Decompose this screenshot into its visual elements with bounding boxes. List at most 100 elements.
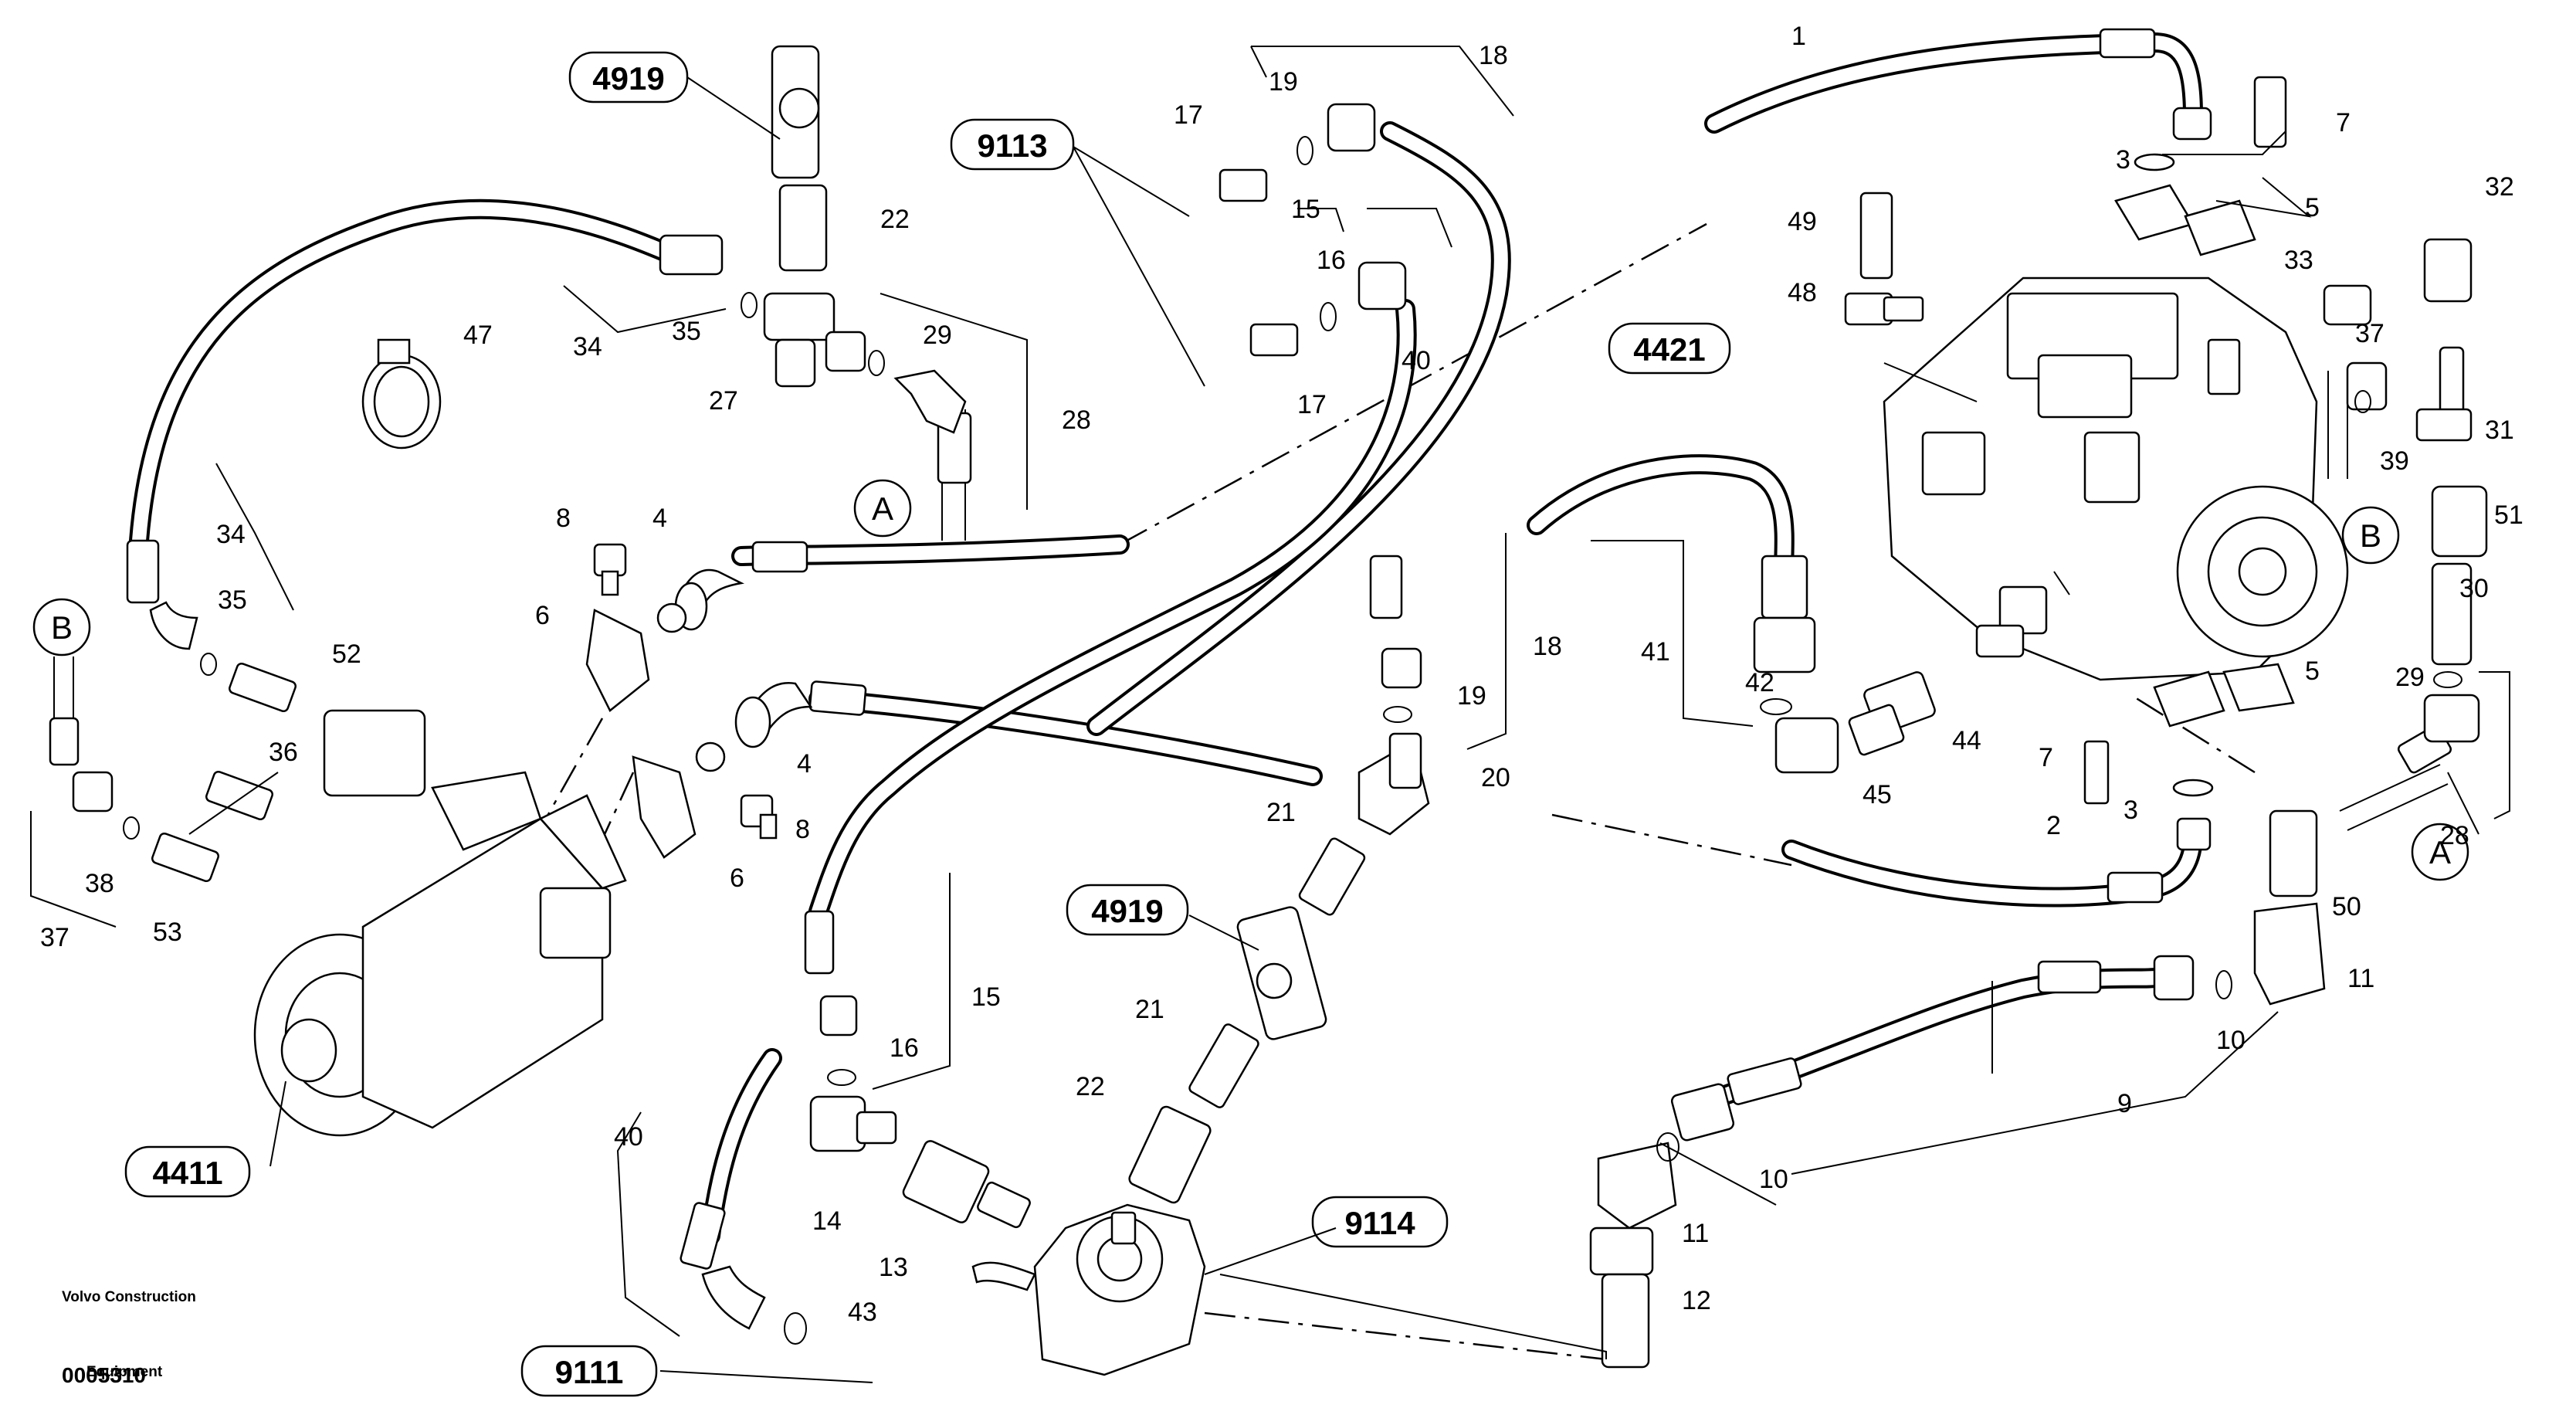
leader-lines: [30, 46, 2510, 1383]
part-number: 19: [1457, 681, 1486, 711]
part-number: 5: [2305, 193, 2320, 222]
hose-15-upper: [804, 299, 1417, 1036]
part-number: 5: [2305, 657, 2320, 686]
circle-label: A: [2429, 834, 2451, 870]
part-number: 38: [85, 869, 114, 898]
part-number: 44: [1952, 726, 1981, 755]
circle-label: B: [51, 609, 73, 646]
part-number: 41: [1641, 637, 1670, 667]
part-number: 19: [1269, 67, 1298, 97]
part-number: 33: [2284, 246, 2313, 275]
ref-label: 4919: [1091, 893, 1163, 929]
hose-1-right: [1704, 28, 2212, 141]
part-number: 12: [1682, 1286, 1711, 1315]
part-number: 47: [463, 321, 493, 350]
reference-labels: 4919 9113 4 4 21 4411 4919 9114 9111: [124, 51, 1731, 1397]
ref-label: 9114: [1344, 1205, 1415, 1241]
part-number: 15: [971, 982, 1001, 1012]
part-number: 17: [1297, 390, 1327, 419]
part-number: 51: [2494, 500, 2523, 530]
circle-labels: A B B A: [32, 479, 2469, 881]
part-number: 7: [2039, 743, 2053, 772]
part-number: 34: [216, 520, 246, 549]
part-number: 32: [2485, 172, 2514, 202]
part-number: 53: [153, 918, 182, 947]
part-number: 37: [40, 923, 69, 952]
part-number: 28: [2440, 821, 2469, 850]
ref-label: 4411: [152, 1155, 222, 1191]
part-number: 50: [2332, 892, 2361, 921]
part-number: 42: [1745, 668, 1774, 697]
part-number: 31: [2485, 416, 2514, 445]
part-number: 1: [1791, 22, 1806, 51]
part-number: 10: [1759, 1165, 1788, 1194]
circle-label: A: [872, 490, 893, 527]
part-number: 18: [1479, 41, 1508, 70]
part-number: 27: [709, 386, 738, 416]
part-number: 17: [1174, 100, 1203, 130]
part-number: 29: [2395, 663, 2425, 692]
part-number: 30: [2459, 574, 2489, 603]
part-number: 37: [2355, 319, 2384, 348]
hose-40-left: [680, 1048, 782, 1330]
part-number: 36: [269, 738, 298, 767]
hose-34: [126, 198, 724, 650]
ref-label: 9113: [977, 127, 1047, 164]
center-lines: [531, 222, 2256, 1361]
part-number: 15: [1291, 195, 1320, 224]
part-number: 6: [730, 863, 744, 893]
part-number: 10: [2216, 1026, 2246, 1055]
part-number: 21: [1266, 798, 1296, 827]
part-number: 11: [2347, 964, 2374, 993]
hose-9: [1670, 955, 2195, 1142]
part-number: 4: [652, 504, 667, 533]
ref-label: 4919: [592, 60, 664, 97]
part-number: 3: [2116, 145, 2130, 175]
hose-40-right: [1527, 454, 1816, 673]
brand-line-1: Volvo Construction: [62, 1289, 196, 1305]
part-number: 40: [1402, 346, 1431, 375]
part-number: 49: [1788, 207, 1817, 236]
part-number-labels: 1 2 3 3 4 4 5 5 6 6 7 7 8 8 9 10 10 11 1…: [40, 22, 2523, 1327]
part-number: 16: [890, 1033, 919, 1063]
part-number: 52: [332, 640, 361, 669]
part-number: 48: [1788, 278, 1817, 307]
part-number: 9: [2117, 1089, 2132, 1118]
hose-2-left: [734, 680, 1323, 786]
part-number: 29: [923, 321, 952, 350]
part-number: 28: [1062, 405, 1091, 435]
drawing-number: 0005310: [62, 1363, 146, 1387]
hose-28-upper: [937, 409, 972, 541]
part-number: 8: [556, 504, 571, 533]
part-number: 45: [1863, 780, 1892, 809]
part-number: 40: [614, 1122, 643, 1152]
part-number: 7: [2336, 108, 2351, 137]
brand-line-2: Equipment: [86, 1364, 163, 1380]
part-number: 16: [1317, 246, 1346, 275]
footer: Volvo Construction Equipment 0005310: [62, 1289, 196, 1387]
hose-37: [2327, 371, 2348, 479]
fittings: [123, 45, 2488, 1369]
part-number: 2: [2046, 811, 2061, 840]
part-number: 4: [797, 749, 812, 779]
part-number: 43: [848, 1298, 877, 1327]
part-number: 8: [795, 815, 810, 844]
hose-1-left: [674, 534, 1130, 631]
block-9114: [971, 1203, 1206, 1376]
part-number: 34: [573, 332, 602, 361]
part-number: 35: [218, 585, 247, 615]
part-number: 21: [1135, 995, 1164, 1024]
ref-label: 9111: [555, 1354, 624, 1390]
part-number: 39: [2380, 446, 2409, 476]
part-number: 35: [672, 317, 701, 346]
part-number: 11: [1682, 1219, 1709, 1248]
part-number: 14: [812, 1206, 842, 1236]
part-number: 18: [1533, 632, 1562, 661]
part-number: 13: [879, 1253, 908, 1282]
part-number: 6: [535, 601, 550, 630]
motor-4411: [253, 709, 627, 1137]
part-number: 3: [2124, 796, 2138, 825]
hose-b-left: [49, 657, 114, 813]
